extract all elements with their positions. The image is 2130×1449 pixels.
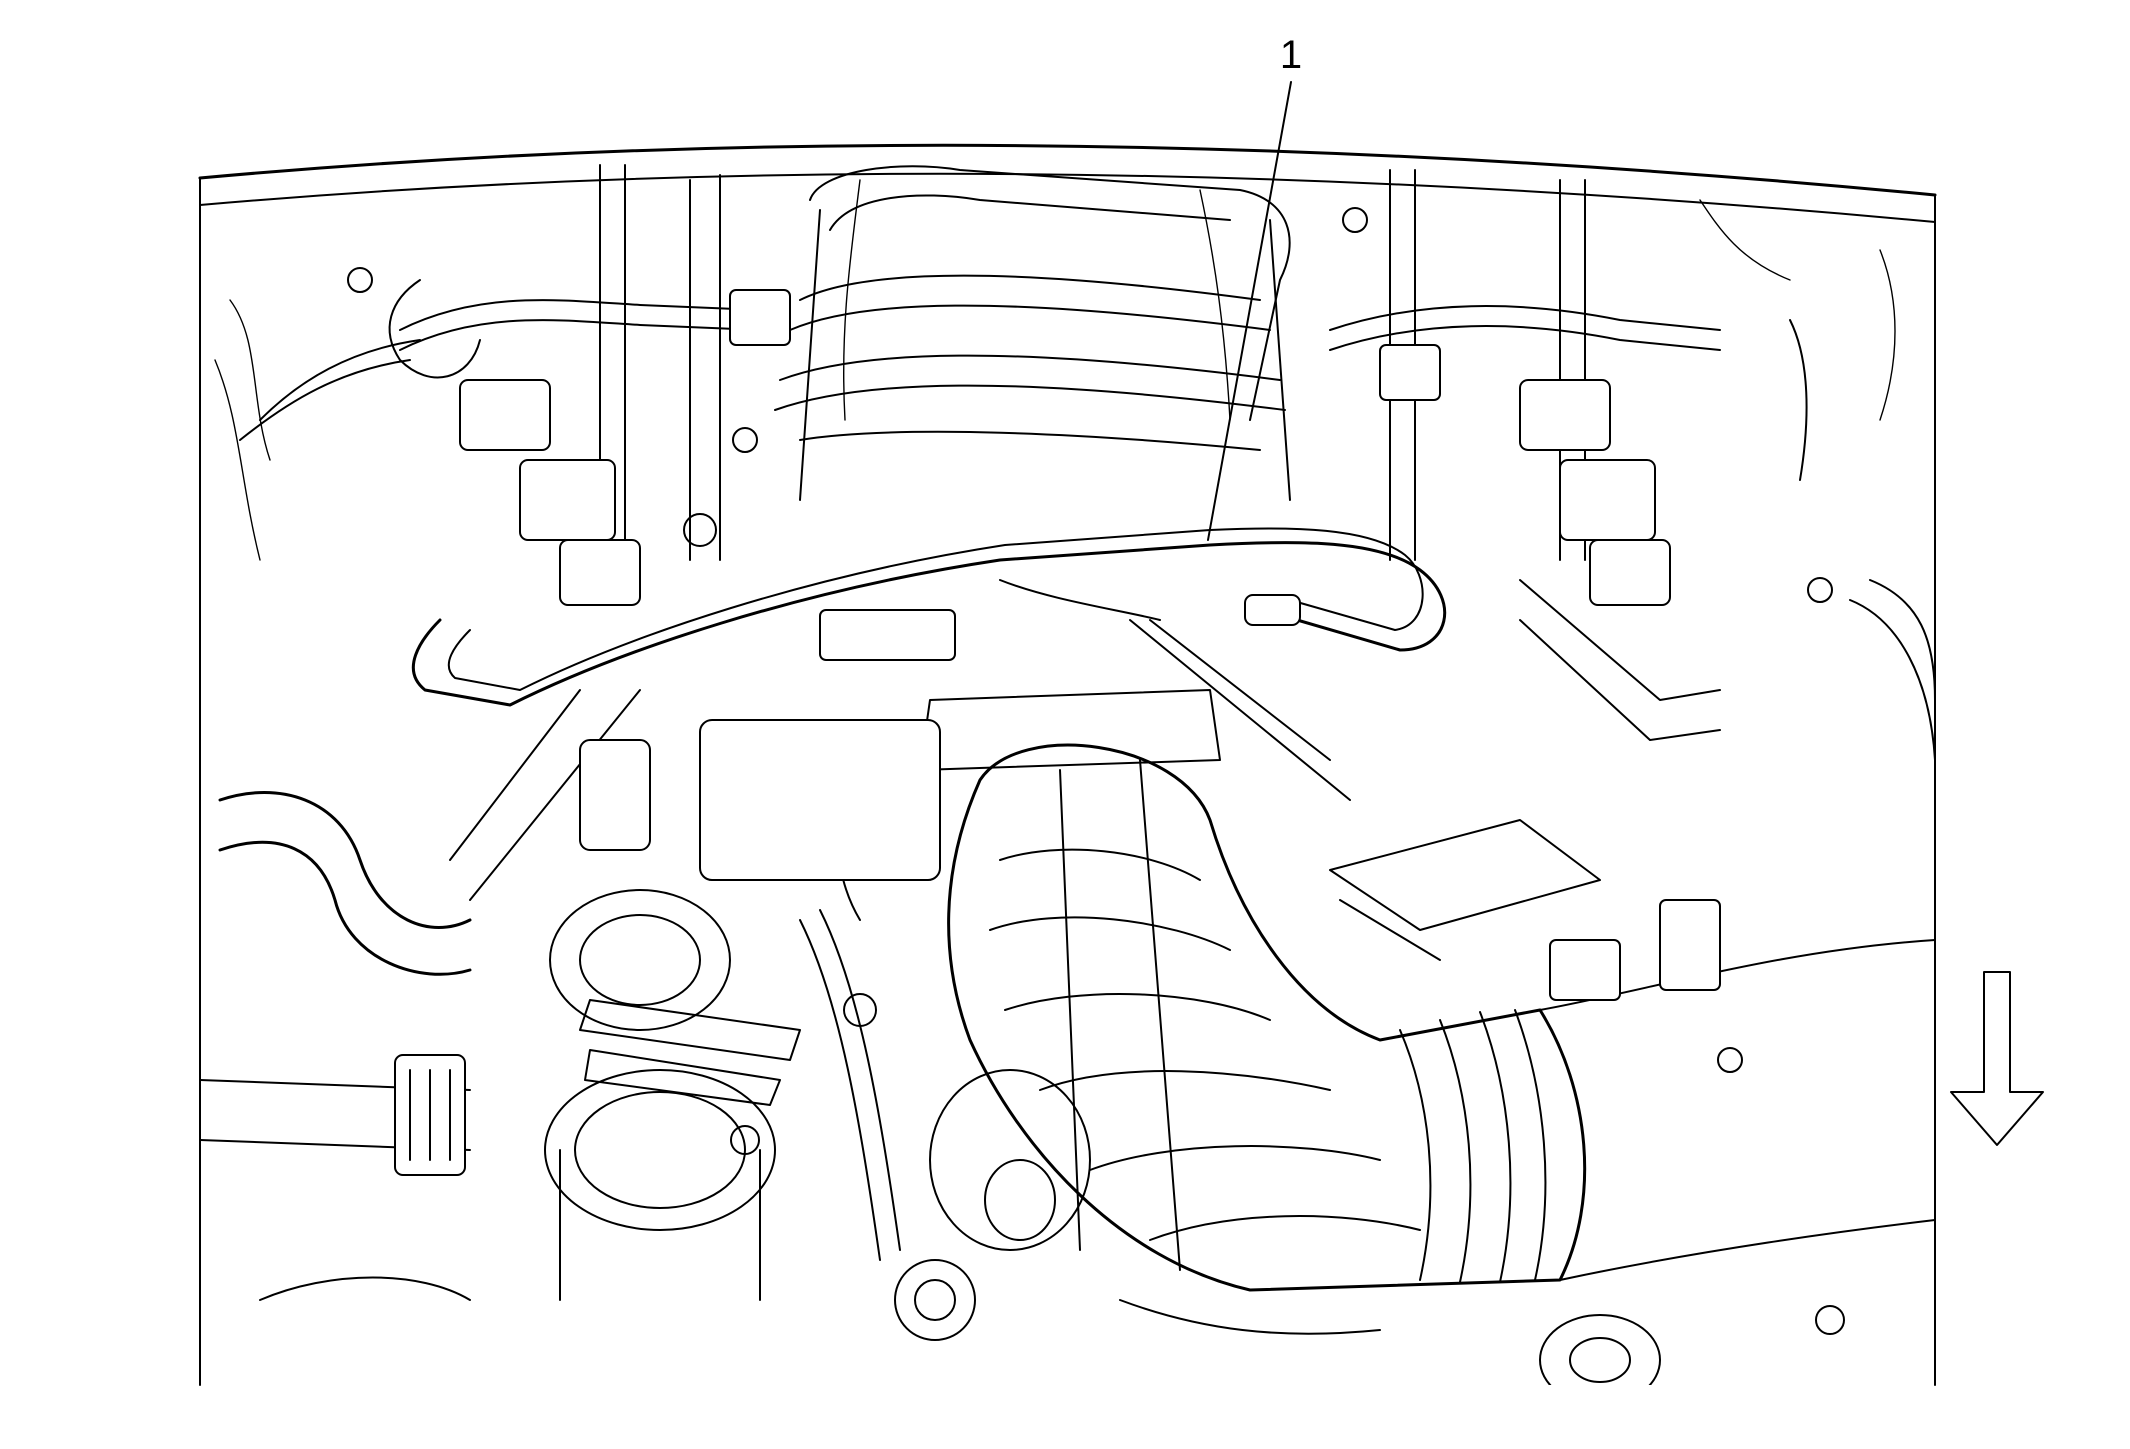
- down-arrow-icon: [1950, 971, 2044, 1146]
- right-bank-harness: [1329, 169, 1896, 741]
- accessory-belt-pulleys: [259, 909, 1661, 1385]
- callout-label-1: 1: [1280, 33, 1302, 77]
- component-1-hose-loop: [411, 527, 1447, 707]
- right-side-components: [1329, 579, 1935, 1335]
- left-bank-harness: [214, 164, 791, 606]
- callout-1: 1: [1207, 33, 1302, 541]
- throttle-body: [449, 579, 1351, 921]
- oil-filler-cap: [544, 889, 877, 1301]
- intake-manifold: [774, 165, 1291, 501]
- air-intake-duct: [947, 743, 1935, 1292]
- hood-outline: [198, 143, 1937, 1386]
- left-radiator-hose: [200, 791, 472, 1176]
